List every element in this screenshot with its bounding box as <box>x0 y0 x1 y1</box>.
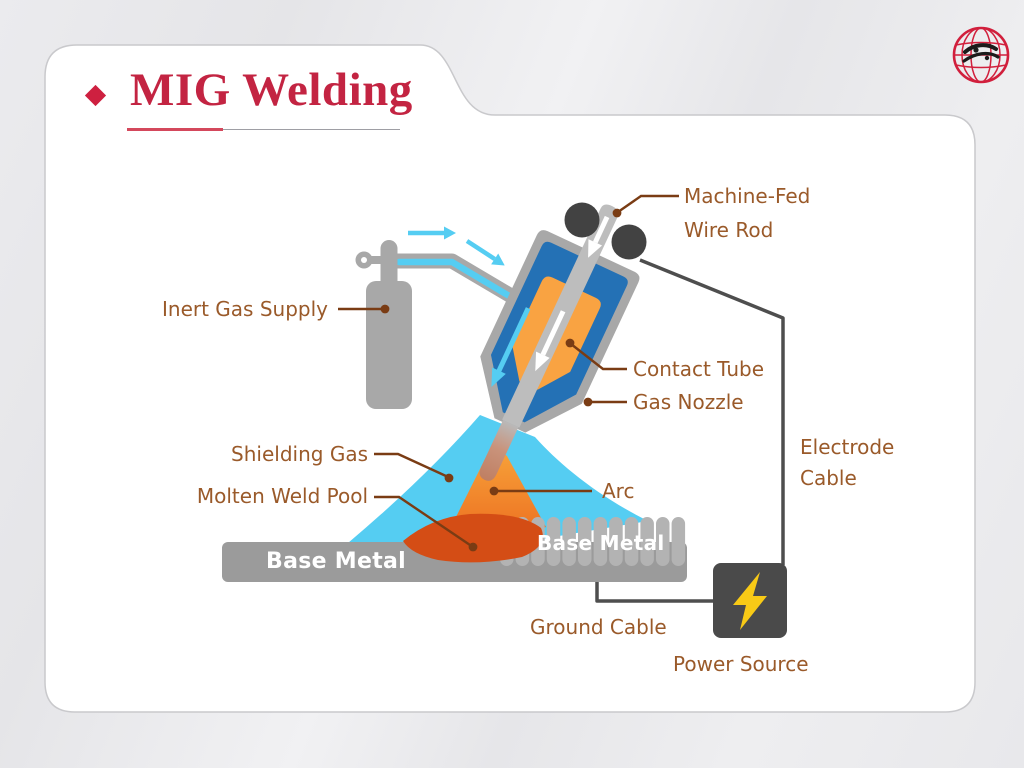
ground-cable-line <box>595 582 715 603</box>
label-machine-fed-line1: Machine-Fed <box>684 184 811 208</box>
leader-contact-tube <box>570 343 627 371</box>
label-power-source: Power Source <box>673 652 809 676</box>
wire-rod-tip <box>479 420 519 481</box>
molten-pool <box>403 513 543 563</box>
leader-machine-fed <box>617 194 679 213</box>
label-shielding-gas: Shielding Gas <box>231 442 368 466</box>
gas-hose <box>389 253 531 311</box>
label-molten-weld-pool: Molten Weld Pool <box>196 484 368 508</box>
welding-torch <box>479 204 640 481</box>
leader-dots <box>380 208 622 552</box>
label-machine-fed-line2: Wire Rod <box>684 218 774 242</box>
regulator-stub <box>368 256 382 264</box>
label-ground-cable: Ground Cable <box>530 615 667 639</box>
title-underline-red <box>127 128 223 131</box>
label-electrode-cable-line2: Cable <box>800 466 857 490</box>
title-underline-gray <box>223 128 400 131</box>
gas-cylinder <box>355 240 412 409</box>
label-arc: Arc <box>602 479 635 503</box>
electrode-cable-line <box>639 258 785 565</box>
white-down-arrows <box>535 215 610 372</box>
cylinder-body <box>366 281 412 409</box>
feed-roller-left <box>564 202 600 238</box>
leader-molten-pool <box>374 495 471 546</box>
globe-swoosh-logo <box>952 26 1010 84</box>
cyan-gas-flow-arrows <box>408 226 505 266</box>
page-title: MIG Welding <box>130 64 413 116</box>
feed-roller-right <box>611 224 647 260</box>
leader-lines <box>338 194 679 546</box>
label-inert-gas-supply: Inert Gas Supply <box>162 297 328 321</box>
leader-shielding-gas <box>374 452 447 478</box>
lightning-bolt-icon <box>733 572 767 630</box>
label-contact-tube: Contact Tube <box>633 357 765 381</box>
label-gas-nozzle: Gas Nozzle <box>633 390 744 414</box>
cyan-nozzle-flow-arrow <box>491 307 531 388</box>
base-metal-left-text: Base Metal <box>266 549 407 574</box>
label-electrode-cable-line1: Electrode <box>800 435 895 459</box>
base-metal-right-text: Base Metal <box>537 531 665 555</box>
